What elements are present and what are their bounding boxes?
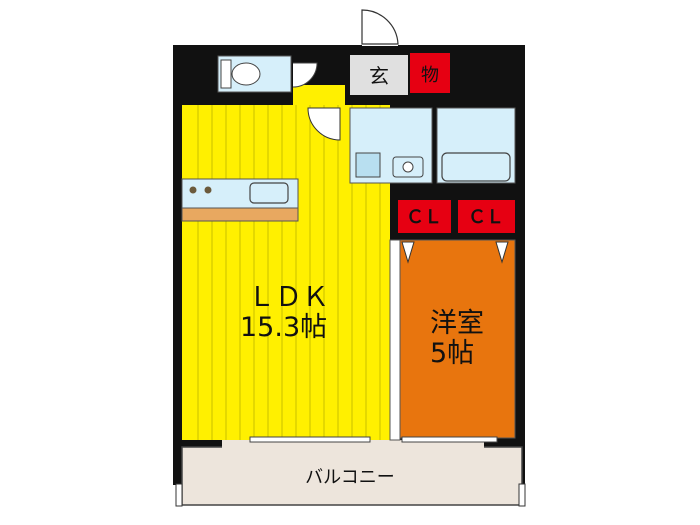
closet-1 <box>398 200 451 233</box>
western-window <box>401 436 498 443</box>
balcony-rail-right <box>518 483 526 507</box>
balcony-rail-left <box>175 483 183 507</box>
partition-wall <box>389 239 401 441</box>
washing-machine-icon <box>355 152 381 178</box>
balcony-label: バルコニー <box>305 467 395 488</box>
toilet-bowl-icon <box>231 62 261 86</box>
storage-area <box>410 53 450 93</box>
ldk-window <box>249 436 371 443</box>
bathtub-icon <box>441 152 511 182</box>
western-room-name: 洋室 <box>430 308 484 339</box>
toilet-room <box>217 55 318 93</box>
sink-icon <box>249 182 289 204</box>
closet-door-icon <box>495 241 509 264</box>
toilet-door-swing <box>292 62 318 88</box>
stove-burner-icon <box>189 186 197 194</box>
closet-2 <box>458 200 515 233</box>
toilet-tank-icon <box>220 59 232 89</box>
bathroom <box>436 107 516 184</box>
washroom <box>349 107 433 184</box>
storage-label: 物 <box>421 65 439 86</box>
entrance-label: 玄 <box>369 64 389 88</box>
hall-door-swing <box>307 107 341 141</box>
stove-burner-icon <box>204 186 212 194</box>
closet-1-label: ＣＬ <box>406 207 442 228</box>
ldk-room-name: ＬＤＫ <box>248 282 329 313</box>
western-room-size: 5帖 <box>430 338 474 369</box>
western-room <box>399 239 516 439</box>
ldk-room-size: 15.3帖 <box>240 312 327 343</box>
closet-2-label: ＣＬ <box>468 207 504 228</box>
balcony-inset <box>222 440 484 485</box>
closet-door-icon <box>401 241 415 264</box>
entrance-door <box>361 8 399 46</box>
kitchen-counter <box>181 178 299 222</box>
entrance-area <box>350 55 408 95</box>
